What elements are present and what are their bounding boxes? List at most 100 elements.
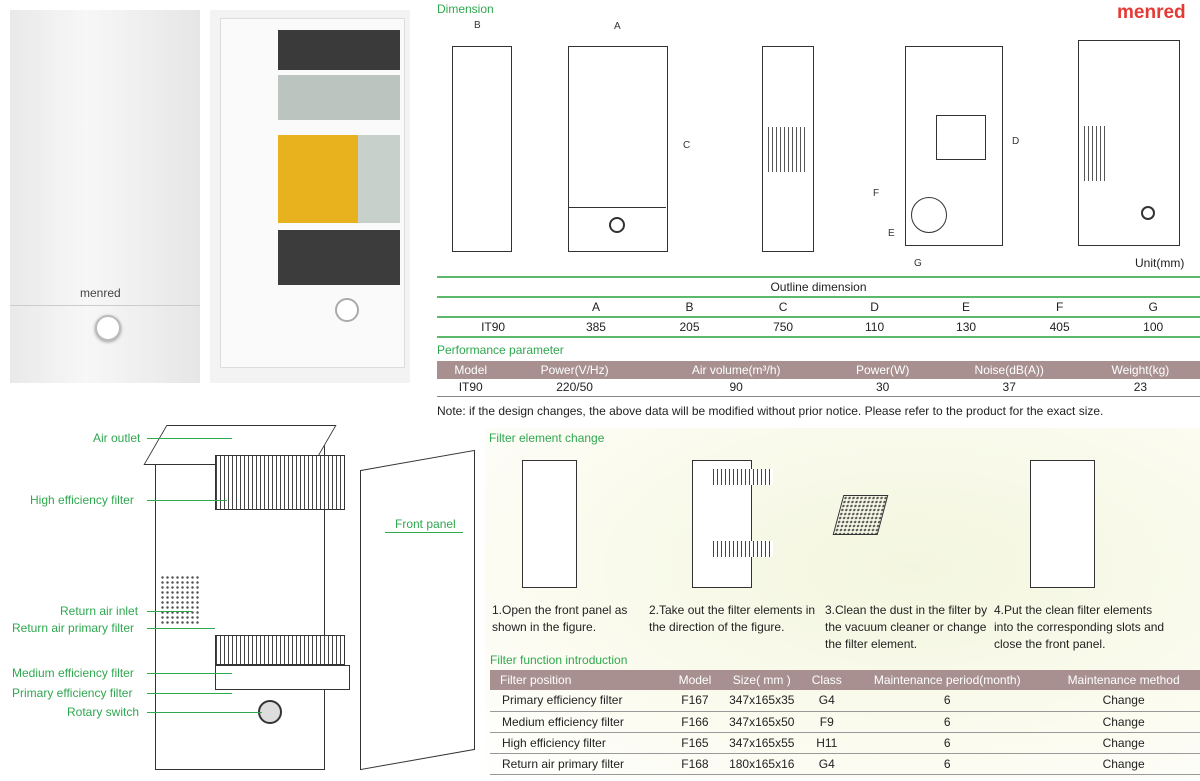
- step1-drawing: [522, 460, 577, 588]
- cell: 405: [1049, 320, 1070, 334]
- header-cell: Power(V/Hz): [504, 361, 645, 379]
- dim-label-d: D: [1012, 136, 1020, 147]
- cell: Primary efficiency filter: [490, 690, 673, 712]
- header-cell: Model: [672, 670, 718, 690]
- label-return-air-primary-filter: Return air primary filter: [12, 621, 135, 635]
- label-high-efficiency-filter: High efficiency filter: [30, 493, 134, 507]
- header-cell: C: [778, 300, 788, 314]
- cell: Change: [1047, 732, 1200, 754]
- cell: 90: [644, 379, 828, 397]
- header-cell: Maintenance period(month): [847, 670, 1048, 690]
- dim-label-f: F: [873, 188, 880, 199]
- product-photo-front: menred: [10, 10, 200, 383]
- table-row: IT90 385 205 750 110 130 405 100: [437, 317, 1200, 337]
- dimension-title: Dimension: [437, 2, 494, 16]
- high-filter-drawing: [215, 455, 345, 510]
- cell: 180x165x16: [717, 753, 807, 775]
- front-view-drawing: [568, 46, 668, 252]
- label-return-air-inlet: Return air inlet: [60, 604, 139, 618]
- cell: Return air primary filter: [490, 753, 673, 775]
- cell: F168: [672, 753, 718, 775]
- cell: 6: [847, 753, 1048, 775]
- cell: 6: [847, 711, 1048, 733]
- header-cell: A: [591, 300, 600, 314]
- cell: Change: [1047, 711, 1200, 733]
- performance-title: Performance parameter: [437, 343, 564, 357]
- outline-title: Outline dimension: [770, 280, 867, 294]
- side-view-2-drawing: [762, 46, 814, 252]
- cell: 100: [1143, 320, 1164, 334]
- return-grille-drawing: [160, 575, 200, 625]
- primary-filter-drawing: [215, 665, 350, 690]
- note-text: Note: if the design changes, the above d…: [437, 404, 1104, 418]
- cell: 347x165x35: [717, 690, 807, 712]
- cell: 6: [847, 732, 1048, 754]
- front-panel-drawing: [360, 449, 475, 771]
- header-cell: G: [1148, 300, 1158, 314]
- perspective-view-drawing: [1078, 40, 1180, 246]
- dim-label-a: A: [614, 21, 621, 32]
- cell: F167: [672, 690, 718, 712]
- unit-label: Unit(mm): [1135, 256, 1185, 270]
- label-air-outlet: Air outlet: [93, 431, 141, 445]
- cell: 750: [773, 320, 794, 334]
- cell: H11: [806, 732, 848, 754]
- photo-logo: menred: [80, 286, 121, 300]
- header-cell: Class: [806, 670, 848, 690]
- dim-label-b: B: [474, 20, 481, 31]
- cell: 110: [864, 320, 885, 334]
- cell: G4: [806, 753, 848, 775]
- header-cell: F: [1055, 300, 1064, 314]
- label-primary-efficiency-filter: Primary efficiency filter: [12, 686, 133, 700]
- rotary-knob-icon: [95, 315, 121, 341]
- label-rotary-switch: Rotary switch: [67, 705, 140, 719]
- cell: 23: [1080, 379, 1200, 397]
- cell: 347x165x55: [717, 732, 807, 754]
- medium-filter-drawing: [215, 635, 345, 665]
- cell: 30: [827, 379, 938, 397]
- label-medium-efficiency-filter: Medium efficiency filter: [12, 666, 134, 680]
- header-cell: Filter position: [490, 670, 673, 690]
- cell: IT90: [481, 320, 506, 334]
- header-cell: Power(W): [827, 361, 938, 379]
- step-3-text: 3.Clean the dust in the filter by the va…: [825, 603, 988, 651]
- header-cell: Air volume(m³/h): [644, 361, 828, 379]
- label-front-panel: Front panel: [395, 517, 456, 531]
- product-photo-open: [210, 10, 410, 383]
- header-cell: E: [962, 300, 971, 314]
- cell: 130: [956, 320, 977, 334]
- back-view-drawing: [905, 46, 1003, 246]
- header-cell: B: [685, 300, 694, 314]
- cell: 347x165x50: [717, 711, 807, 733]
- cell: 205: [679, 320, 700, 334]
- header-cell: Noise(dB(A)): [937, 361, 1081, 379]
- cell: 37: [937, 379, 1081, 397]
- header-cell: [437, 297, 549, 317]
- header-cell: Model: [437, 361, 505, 379]
- cell: F166: [672, 711, 718, 733]
- filter-function-title: Filter function introduction: [490, 653, 628, 667]
- cell: F165: [672, 732, 718, 754]
- header-cell: Size( mm ): [717, 670, 807, 690]
- cell: 385: [585, 320, 606, 334]
- step-4-text: 4.Put the clean filter elements into the…: [994, 603, 1165, 651]
- cell: Medium efficiency filter: [490, 711, 673, 733]
- step4-drawing: [1030, 460, 1095, 588]
- step2-drawing: [692, 460, 773, 588]
- header-cell: Maintenance method: [1047, 670, 1200, 690]
- cell: F9: [806, 711, 848, 733]
- dim-label-c: C: [683, 140, 691, 151]
- step-2-text: 2.Take out the filter elements in the di…: [649, 603, 816, 634]
- cell: Change: [1047, 753, 1200, 775]
- filter-change-title: Filter element change: [489, 431, 605, 445]
- cell: Change: [1047, 690, 1200, 712]
- step-1-text: 1.Open the front panel as shown in the f…: [492, 603, 628, 634]
- brand-logo: menred: [1117, 2, 1186, 23]
